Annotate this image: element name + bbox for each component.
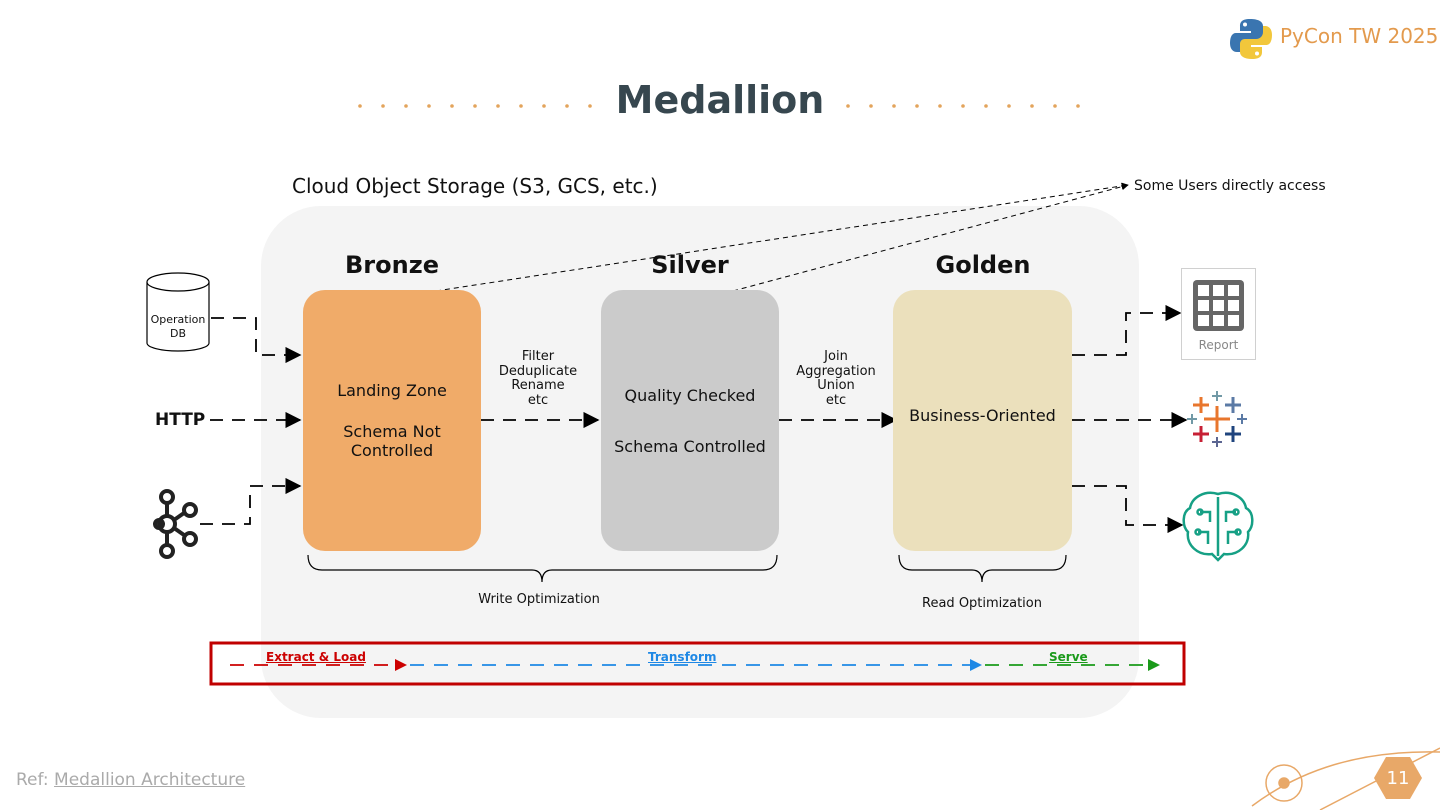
direct-access-label: Some Users directly access <box>1134 178 1326 194</box>
op-rename: Rename <box>511 378 565 393</box>
silver-to-golden-ops: Join Aggregation Union etc <box>786 349 886 408</box>
read-optimization-label: Read Optimization <box>922 596 1042 611</box>
report-grid-icon <box>1193 280 1244 331</box>
page-number: 11 <box>1386 767 1410 789</box>
source-http-label: HTTP <box>155 410 206 430</box>
report-label: Report <box>1198 338 1239 352</box>
tableau-icon <box>1187 391 1247 447</box>
op-union: Union <box>817 378 855 393</box>
read-optimization-brace <box>898 554 1067 583</box>
page-number-hexagon <box>1374 757 1422 799</box>
op-deduplicate: Deduplicate <box>498 363 578 379</box>
op-etc: etc <box>527 392 549 408</box>
database-icon <box>146 272 210 352</box>
title-dots-left <box>358 104 592 108</box>
silver-line-1: Quality Checked <box>624 385 756 405</box>
layer-name-golden: Golden <box>935 251 1031 279</box>
report-tile <box>1181 268 1256 360</box>
reference-link[interactable]: Medallion Architecture <box>54 770 246 790</box>
title-dots-right <box>846 104 1080 108</box>
bronze-card: Landing Zone Schema Not Controlled <box>303 290 481 551</box>
bronze-line-2: Schema Not <box>343 422 441 441</box>
flow-serve-label: Serve <box>1049 650 1088 664</box>
bronze-line-1: Landing Zone <box>337 381 447 400</box>
golden-line-1: Business-Oriented <box>909 406 1056 425</box>
kafka-icon <box>153 489 198 559</box>
op-filter: Filter <box>521 349 555 364</box>
op-aggregation: Aggregation <box>796 363 876 379</box>
reference-prefix: Ref: <box>16 770 55 790</box>
flow-transform-label: Transform <box>648 650 717 664</box>
op-join: Join <box>824 349 848 364</box>
python-logo-icon <box>1230 19 1272 59</box>
storage-label: Cloud Object Storage (S3, GCS, etc.) <box>292 174 658 198</box>
brand-name: PyCon TW 2025 <box>1280 24 1439 48</box>
bronze-line-3: Controlled <box>350 441 434 460</box>
flow-frame <box>209 641 1186 686</box>
flow-extract-load-label: Extract & Load <box>266 650 366 664</box>
bronze-to-silver-ops: Filter Deduplicate Rename etc <box>488 349 588 408</box>
ai-brain-icon <box>1182 491 1254 562</box>
layer-name-silver: Silver <box>651 251 729 279</box>
silver-line-2: Schema Controlled <box>614 436 766 456</box>
reference: Ref: Medallion Architecture <box>16 770 245 790</box>
write-optimization-label: Write Optimization <box>478 592 600 607</box>
write-optimization-brace <box>307 554 778 583</box>
golden-card: Business-Oriented <box>893 290 1072 551</box>
layer-name-bronze: Bronze <box>345 251 439 279</box>
page-title: Medallion <box>615 78 825 122</box>
op-etc: etc <box>825 392 847 408</box>
silver-card: Quality Checked Schema Controlled <box>601 290 779 551</box>
